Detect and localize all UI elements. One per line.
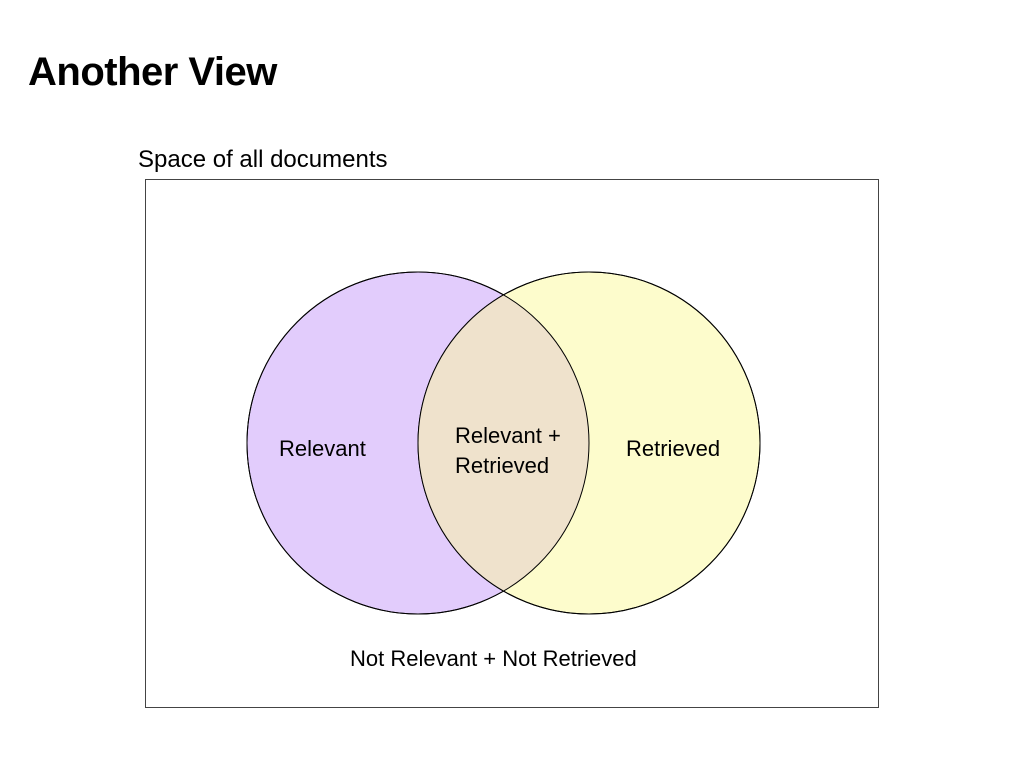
space-of-documents-label: Space of all documents — [138, 146, 388, 173]
relevant-circle-outline — [246, 271, 590, 615]
document-space-box — [145, 179, 879, 708]
intersection-label-line2: Retrieved — [455, 453, 549, 478]
not-relevant-not-retrieved-label: Not Relevant + Not Retrieved — [350, 646, 637, 671]
retrieved-circle-outline — [417, 271, 761, 615]
slide-title: Another View — [28, 50, 277, 94]
relevant-label: Relevant — [279, 436, 366, 461]
intersection-label-line1: Relevant + — [455, 423, 561, 448]
retrieved-label: Retrieved — [626, 436, 720, 461]
intersection-region — [418, 272, 589, 614]
